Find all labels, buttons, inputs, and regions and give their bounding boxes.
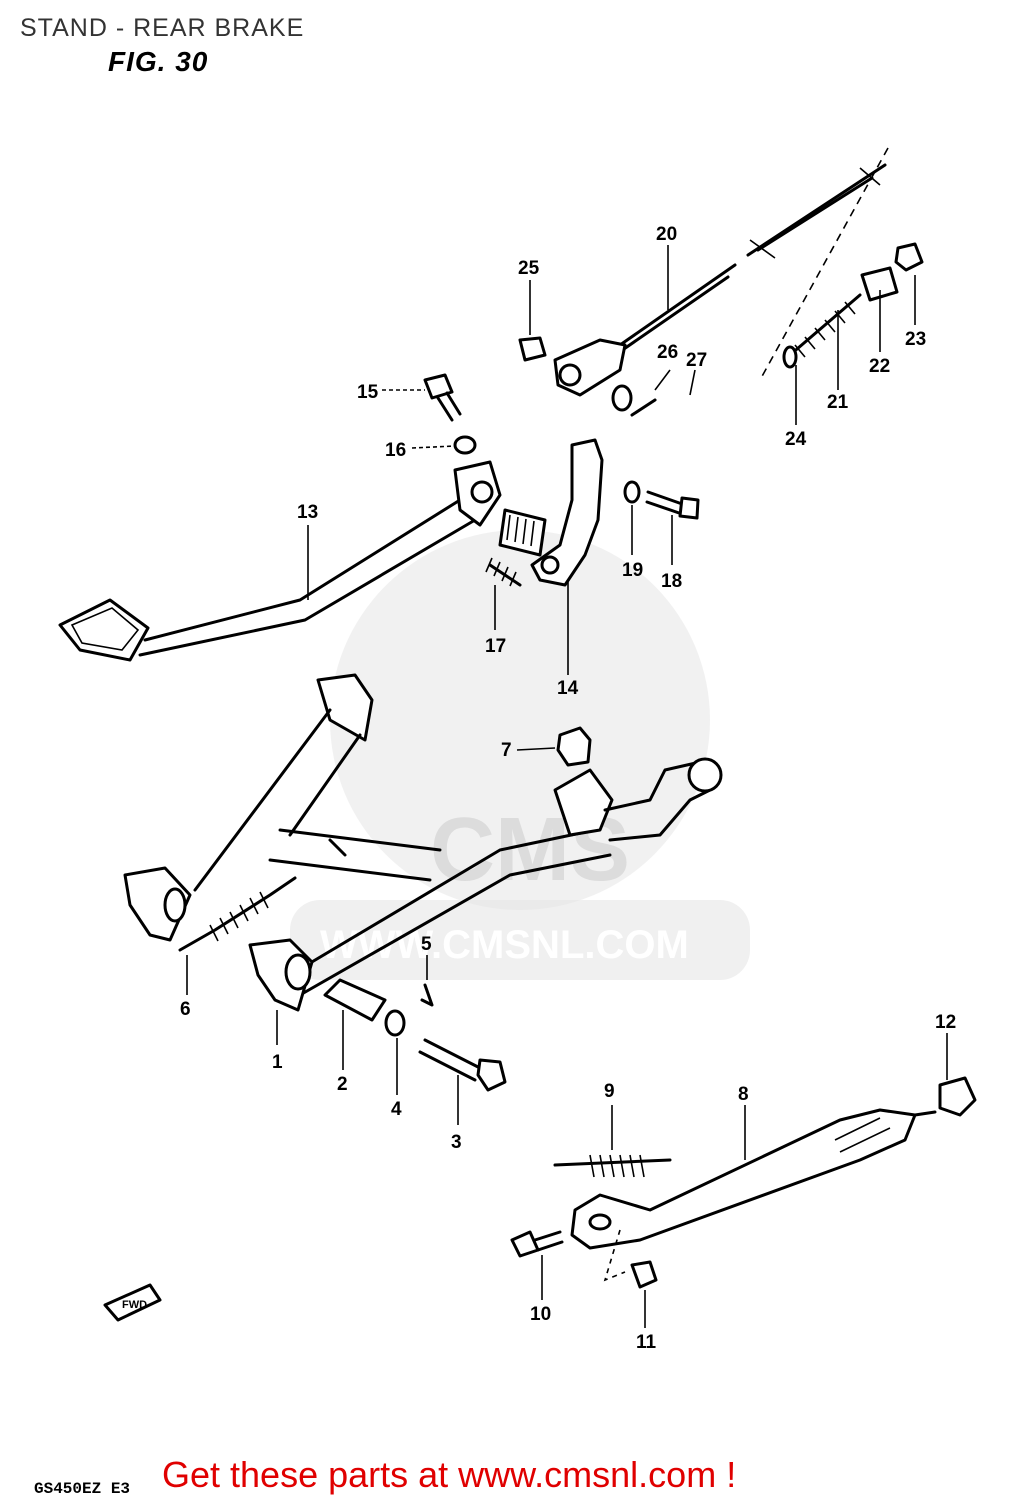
parts-link-banner[interactable]: Get these parts at www.cmsnl.com ! [162,1454,737,1495]
callout-numbers: 1 2 3 4 5 6 7 8 9 10 11 12 13 14 15 16 1… [180,224,956,1353]
callout-17: 17 [485,636,506,657]
rod-joint [518,336,627,397]
callout-12: 12 [935,1012,956,1033]
callout-14: 14 [557,678,579,699]
callout-9: 9 [604,1081,615,1102]
fwd-label: FWD [122,1299,147,1311]
brake-rod [606,163,887,362]
callout-24: 24 [785,429,807,450]
callout-22: 22 [869,356,890,377]
fwd-arrow-icon: FWD [103,1283,162,1322]
diagram-title: STAND - REAR BRAKE [20,14,305,42]
side-stand [570,1108,937,1250]
callout-8: 8 [738,1084,749,1105]
figure-number: FIG. 30 [108,46,209,77]
callout-25: 25 [518,258,540,279]
callout-18: 18 [661,571,682,592]
callout-15: 15 [357,382,379,403]
callout-13: 13 [297,502,318,523]
brake-arm [498,438,604,587]
leader-lines [186,245,948,1328]
callout-16: 16 [385,440,406,461]
callout-2: 2 [337,1074,348,1095]
callout-1: 1 [272,1052,283,1073]
callout-19: 19 [622,560,643,581]
callout-3: 3 [451,1132,462,1153]
callout-27: 27 [686,350,707,371]
watermark: CMS WWW.CMSNL.COM [290,530,750,980]
bolt-15 [423,373,462,422]
callout-21: 21 [827,392,849,413]
callout-20: 20 [656,224,677,245]
callout-10: 10 [530,1304,551,1325]
callout-23: 23 [905,329,926,350]
callout-26: 26 [657,342,678,363]
callout-4: 4 [391,1099,402,1120]
brake-pedal [58,460,502,662]
center-stand [123,673,723,1012]
callout-5: 5 [421,934,432,955]
callout-6: 6 [180,999,191,1020]
callout-11: 11 [636,1332,657,1353]
callout-7: 7 [501,740,512,761]
model-code: GS450EZ E3 [34,1480,131,1498]
watermark-text: WWW.CMSNL.COM [320,923,689,967]
